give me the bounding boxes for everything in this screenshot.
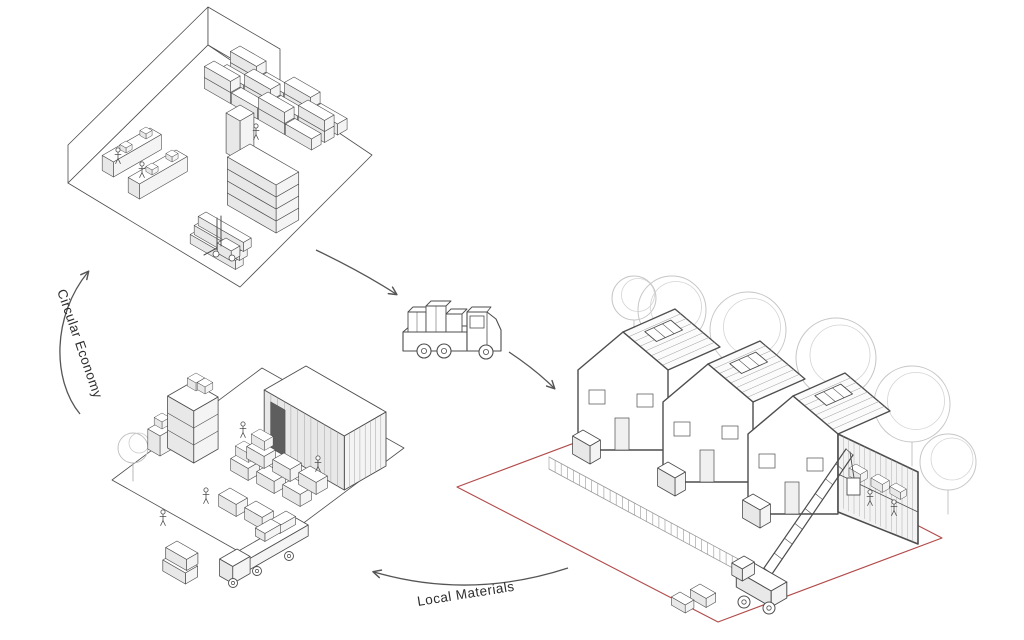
yard-people bbox=[159, 421, 322, 526]
delivery-truck-illustration bbox=[402, 300, 502, 360]
warehouse-illustration bbox=[67, 6, 373, 288]
construction-site-illustration bbox=[456, 275, 977, 623]
storage-rack bbox=[167, 372, 219, 464]
forklift-icon bbox=[203, 215, 241, 262]
house-unit-1 bbox=[572, 308, 721, 465]
small-rack bbox=[147, 412, 173, 457]
workbenches bbox=[101, 126, 188, 200]
warehouse-people bbox=[114, 123, 260, 178]
arrow-circular-economy bbox=[59, 270, 90, 415]
crane-icon bbox=[731, 448, 861, 615]
materials-yard-illustration bbox=[111, 365, 405, 588]
flow-arrows bbox=[59, 249, 569, 586]
site-materials bbox=[670, 583, 717, 614]
arrow-local-materials bbox=[372, 567, 569, 586]
yard-truck bbox=[219, 510, 309, 588]
lumber-stack bbox=[227, 143, 300, 234]
timber-stack bbox=[162, 540, 199, 585]
arrow-warehouse-to-truck bbox=[315, 249, 398, 296]
circular-economy-label: Circular Economy bbox=[54, 287, 105, 400]
container-stacks bbox=[204, 45, 348, 151]
house-unit-3 bbox=[742, 372, 891, 529]
house-unit-2 bbox=[657, 340, 806, 497]
pallet-stacks bbox=[218, 428, 328, 530]
shed bbox=[263, 365, 387, 491]
arrow-truck-to-site bbox=[508, 351, 556, 390]
